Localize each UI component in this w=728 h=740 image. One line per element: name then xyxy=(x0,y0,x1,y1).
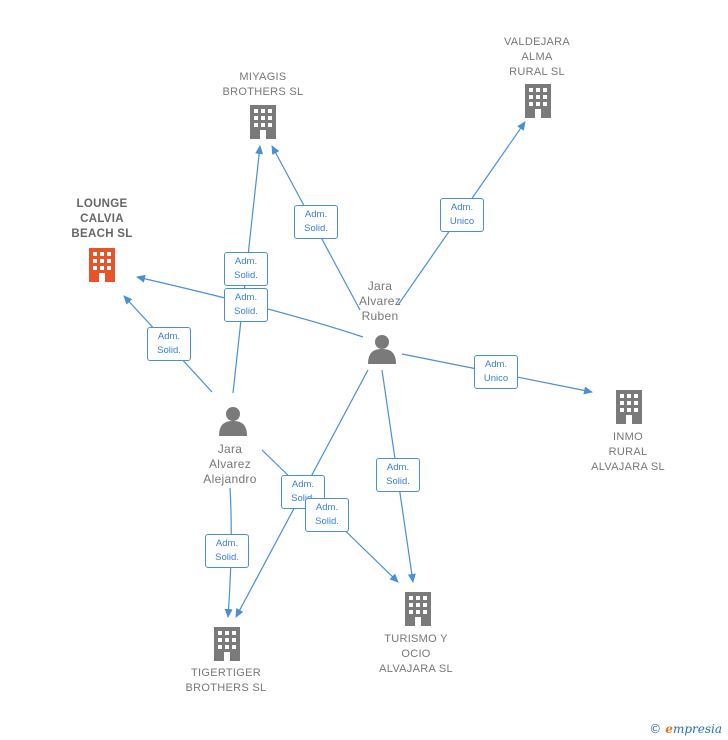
edge-label-ruben-miyagis: Adm. Solid. xyxy=(294,205,338,239)
node-label-alejandro: Jara Alvarez Alejandro xyxy=(203,442,257,486)
building-icon[interactable] xyxy=(250,105,276,139)
edge-label-alejandro-turismo: Adm. Solid. xyxy=(305,498,349,532)
brand-initial: e xyxy=(665,722,673,736)
building-icon[interactable] xyxy=(214,627,240,661)
edge-label-ruben-lounge: Adm. Solid. xyxy=(224,288,268,322)
edge-label-ruben-inmo: Adm. Unico xyxy=(474,355,518,389)
node-label-tigertiger: TIGERTIGER BROTHERS SL xyxy=(185,667,267,694)
edges xyxy=(123,121,593,618)
building-icon[interactable] xyxy=(616,390,642,424)
building-icon[interactable] xyxy=(525,84,551,118)
edge-label-alejandro-tigertiger: Adm. Solid. xyxy=(205,534,249,568)
node-label-miyagis: MIYAGIS BROTHERS SL xyxy=(222,71,304,98)
node-label-turismo: TURISMO Y OCIO ALVAJARA SL xyxy=(379,633,453,675)
node-label-lounge: LOUNGE CALVIA BEACH SL xyxy=(71,198,133,240)
edge-label-ruben-turismo: Adm. Solid. xyxy=(376,458,420,492)
person-icon[interactable] xyxy=(368,335,396,364)
node-label-valdejara: VALDEJARA ALMA RURAL SL xyxy=(503,36,571,78)
edge-label-ruben-valdejara: Adm. Unico xyxy=(440,198,484,232)
copyright-symbol: © xyxy=(649,722,662,736)
building-icon[interactable] xyxy=(405,592,431,626)
brand-footer: ©empresia xyxy=(649,722,722,736)
node-label-ruben: Jara Alvarez Ruben xyxy=(358,279,402,323)
node-label-inmo: INMO RURAL ALVAJARA SL xyxy=(591,431,665,473)
person-icon[interactable] xyxy=(219,407,247,436)
edge-label-alejandro-lounge: Adm. Solid. xyxy=(147,327,191,361)
edge-label-alejandro-miyagis: Adm. Solid. xyxy=(224,252,268,286)
brand-name: mpresia xyxy=(672,722,722,736)
building-icon-highlight[interactable] xyxy=(89,248,115,282)
